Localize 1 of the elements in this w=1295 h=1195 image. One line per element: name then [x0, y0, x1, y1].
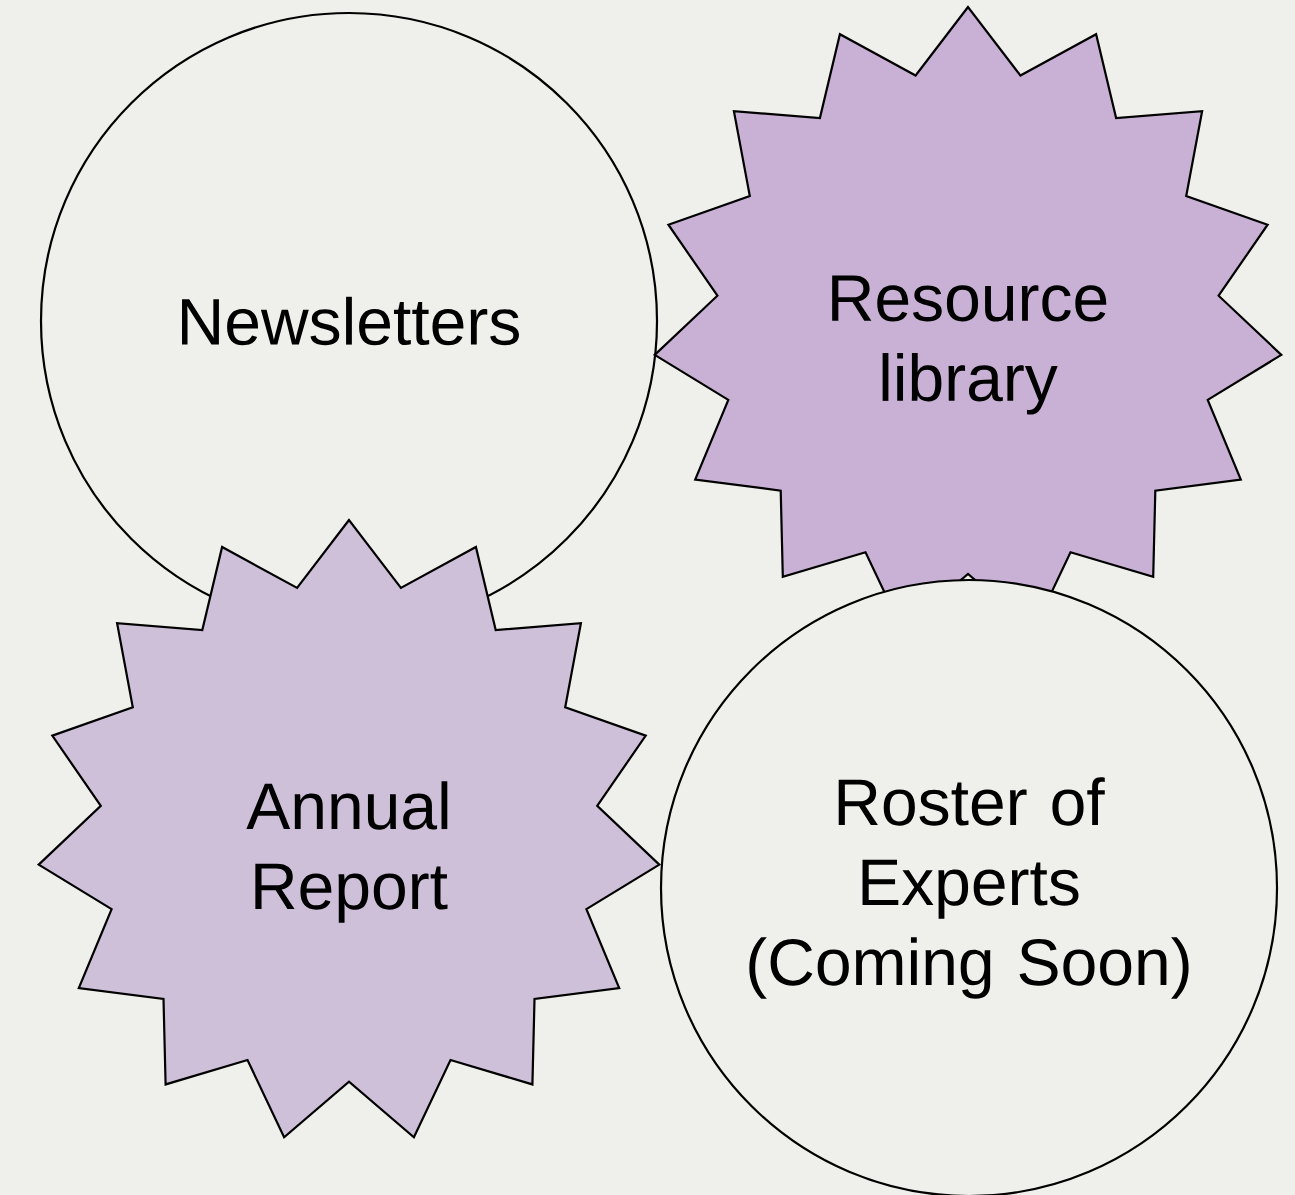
- node-label: Roster of Experts (Coming Soon): [749, 777, 1189, 999]
